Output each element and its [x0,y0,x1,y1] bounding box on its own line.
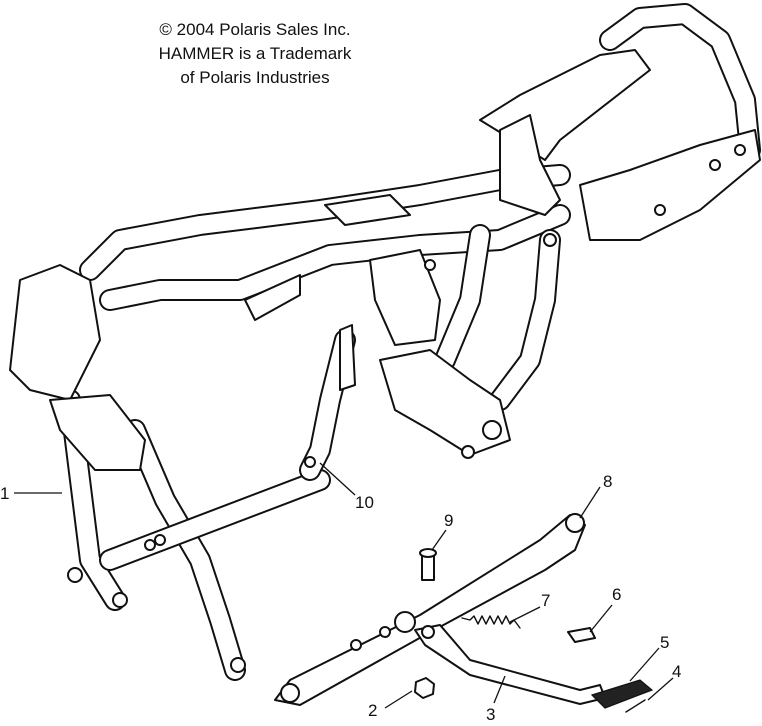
callout-6: 6 [612,585,621,604]
copyright-notice: © 2004 Polaris Sales Inc. HAMMER is a Tr… [120,18,390,90]
callout-1: 1 [0,484,9,503]
callout-labels: 1 2 3 4 5 6 7 8 9 10 [0,462,681,724]
callout-3: 3 [486,705,495,721]
callout-4: 4 [672,662,681,681]
callout-9: 9 [444,511,453,530]
main-frame [9,3,761,681]
copyright-line: © 2004 Polaris Sales Inc. [159,20,351,39]
callout-5: 5 [660,633,669,652]
callout-2: 2 [368,701,377,720]
kickstand-assembly [274,513,654,713]
owner-line: of Polaris Industries [180,68,330,87]
trademark-line: HAMMER is a Trademark [158,44,352,63]
callout-7: 7 [541,591,550,610]
callout-8: 8 [603,472,612,491]
callout-10: 10 [355,493,374,512]
